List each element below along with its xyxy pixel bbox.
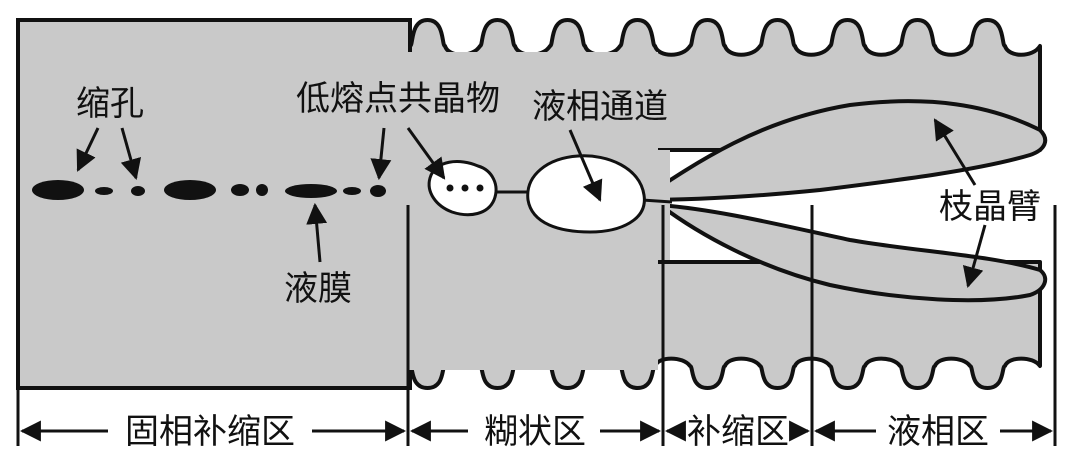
pointer-channel [568, 129, 603, 202]
pointer-film [306, 202, 328, 263]
pointer-arm-2 [962, 224, 987, 289]
pointer-pore-2 [120, 127, 142, 181]
channel-link-2 [641, 198, 673, 204]
label-low-melting-eutectic: 低熔点共晶物 [296, 79, 500, 119]
mushy-body-2 [650, 150, 670, 260]
zone-label-feeding: 补缩区 [687, 412, 789, 452]
eutectic-dot [461, 184, 469, 192]
label-shrinkage-pore: 缩孔 [76, 84, 144, 124]
shrinkage-pore [256, 184, 268, 196]
eutectic-dot [446, 184, 454, 192]
pointer-eutectic-1 [406, 127, 446, 180]
label-liquid-film: 液膜 [284, 269, 352, 309]
label-liquid-channel: 液相通道 [532, 87, 668, 127]
shrinkage-pore [370, 185, 386, 197]
shrinkage-pore [131, 186, 145, 196]
shrinkage-pore [95, 187, 113, 195]
zone-label-mushy: 糊状区 [484, 412, 586, 452]
eutectic-dot [476, 184, 484, 192]
pointer-eutectic-2 [370, 127, 392, 181]
solid-region [16, 18, 412, 390]
zone-label-liquid: 液相区 [887, 412, 989, 452]
shrinkage-pore [343, 187, 361, 195]
shrinkage-pore [32, 180, 84, 200]
pointer-arm-1 [933, 118, 977, 186]
shrinkage-pore [164, 180, 216, 200]
zone-label-solid-feeding: 固相补缩区 [125, 412, 295, 452]
pointer-pore-1 [76, 127, 100, 172]
liquid-film-shape [285, 184, 337, 198]
label-dendrite-arm: 枝晶臂 [939, 187, 1041, 227]
shrinkage-pore [231, 184, 249, 196]
